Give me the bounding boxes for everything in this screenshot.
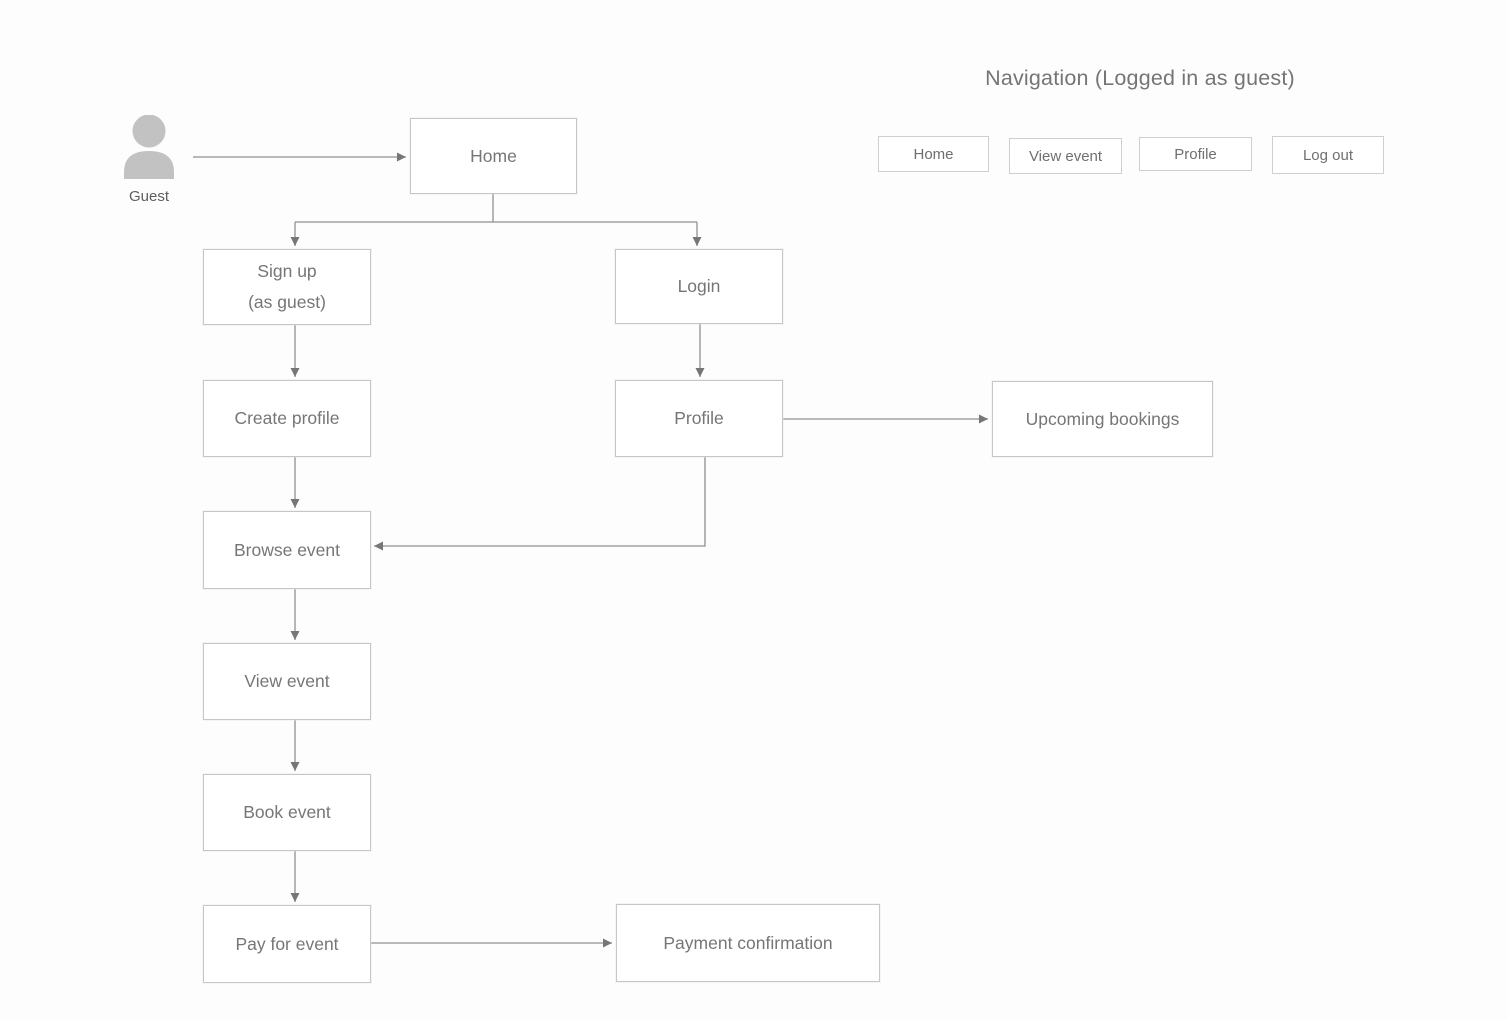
flow-node-sign-up-label: Sign up bbox=[257, 260, 317, 281]
nav-button-profile[interactable]: Profile bbox=[1139, 137, 1252, 171]
flow-node-pay-for-event-label: Pay for event bbox=[235, 933, 339, 954]
edge-profile-browse-event bbox=[374, 457, 706, 551]
flow-node-profile-label: Profile bbox=[674, 408, 724, 429]
nav-button-profile-label: Profile bbox=[1174, 145, 1217, 163]
flow-node-view-event-label: View event bbox=[244, 671, 330, 692]
nav-button-view-event[interactable]: View event bbox=[1009, 138, 1122, 174]
flow-node-login-label: Login bbox=[677, 276, 721, 297]
flow-node-book-event-label: Book event bbox=[243, 802, 331, 823]
actor-guest-label: Guest bbox=[128, 188, 170, 205]
nav-button-log-out[interactable]: Log out bbox=[1272, 136, 1384, 174]
flow-node-book-event[interactable]: Book event bbox=[203, 774, 371, 851]
flow-node-sign-up[interactable]: Sign up (as guest) bbox=[203, 249, 371, 325]
person-icon bbox=[124, 114, 174, 179]
nav-button-home-label: Home bbox=[913, 145, 954, 163]
nav-button-log-out-label: Log out bbox=[1302, 146, 1354, 164]
nav-button-home[interactable]: Home bbox=[878, 136, 989, 172]
nav-button-view-event-label: View event bbox=[1028, 147, 1103, 165]
flow-node-profile[interactable]: Profile bbox=[615, 380, 783, 457]
flow-node-login[interactable]: Login bbox=[615, 249, 783, 324]
flow-node-upcoming-bookings[interactable]: Upcoming bookings bbox=[992, 381, 1213, 457]
flow-node-sign-up-sublabel: (as guest) bbox=[248, 292, 326, 312]
flow-node-payment-confirmation-label: Payment confirmation bbox=[663, 932, 833, 953]
flow-node-create-profile[interactable]: Create profile bbox=[203, 380, 371, 457]
flow-node-browse-event-label: Browse event bbox=[233, 539, 341, 560]
flow-node-upcoming-bookings-label: Upcoming bookings bbox=[1025, 408, 1180, 429]
flow-node-home-label: Home bbox=[470, 145, 517, 166]
actor-guest: Guest bbox=[113, 114, 185, 205]
flow-node-browse-event[interactable]: Browse event bbox=[203, 511, 371, 589]
flow-node-view-event[interactable]: View event bbox=[203, 643, 371, 720]
flow-node-pay-for-event[interactable]: Pay for event bbox=[203, 905, 371, 983]
flow-node-create-profile-label: Create profile bbox=[234, 408, 340, 429]
flow-node-home[interactable]: Home bbox=[410, 118, 577, 194]
flow-node-payment-confirmation[interactable]: Payment confirmation bbox=[616, 904, 880, 982]
diagram-title: Navigation (Logged in as guest) bbox=[985, 66, 1295, 90]
